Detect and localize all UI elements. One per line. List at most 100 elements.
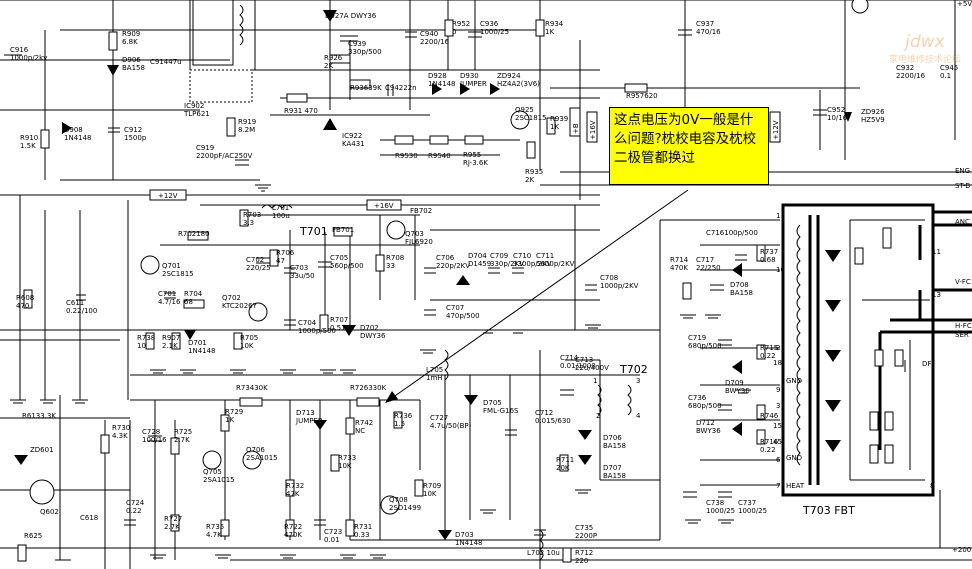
label-r953: R9530 xyxy=(395,152,418,160)
label-fb701: FB701 xyxy=(332,226,354,234)
rail-plusB: +B xyxy=(572,123,580,134)
rail-plus16v-vert: +16V xyxy=(589,120,597,140)
label-c942: C94222n xyxy=(385,84,417,92)
t702-pin-1: 1 xyxy=(593,377,597,385)
rail-plus16v: +16V xyxy=(374,202,394,210)
rail-plus200: +200 xyxy=(952,546,971,554)
pin-10: 10 xyxy=(776,266,785,274)
label-r931: R931 470 xyxy=(284,107,318,115)
question-callout: 这点电压为0V一般是什么问题?枕校电容及枕校二极管都换过 xyxy=(609,107,769,185)
label-r734: R73430K xyxy=(236,384,268,392)
label-t703: T703 FBT xyxy=(802,504,855,517)
pin-8: 8 xyxy=(930,482,934,490)
rail-anc: ANC xyxy=(955,218,970,226)
pin-heat: HEAT xyxy=(786,482,805,490)
label-r702: R702180 xyxy=(178,230,210,238)
label-r625: R625 xyxy=(24,532,42,540)
t702-pin-4: 4 xyxy=(636,412,641,420)
flyback-transformer xyxy=(781,203,972,497)
label-c716: C716100p/500 xyxy=(706,229,758,237)
rail-ser: SER xyxy=(955,331,969,339)
rail-plus12v-vert: +12V xyxy=(772,120,780,140)
label-r954: R9540 xyxy=(428,152,451,160)
label-df: DF xyxy=(922,360,931,368)
pin-13: 13 xyxy=(932,291,941,299)
label-r936: R93639K xyxy=(350,84,382,92)
pin-11: 11 xyxy=(932,248,941,256)
pin-gnd: GND xyxy=(786,377,802,385)
rail-eng: ENG xyxy=(955,167,970,175)
pin-18: 18 xyxy=(773,359,782,367)
forum-watermark: jdwx 家电维修技术论坛 xyxy=(880,16,970,96)
pin-15: 15 xyxy=(773,422,782,430)
label-l702: L702 10u xyxy=(527,549,560,557)
watermark-logo: jdwx xyxy=(905,32,945,52)
